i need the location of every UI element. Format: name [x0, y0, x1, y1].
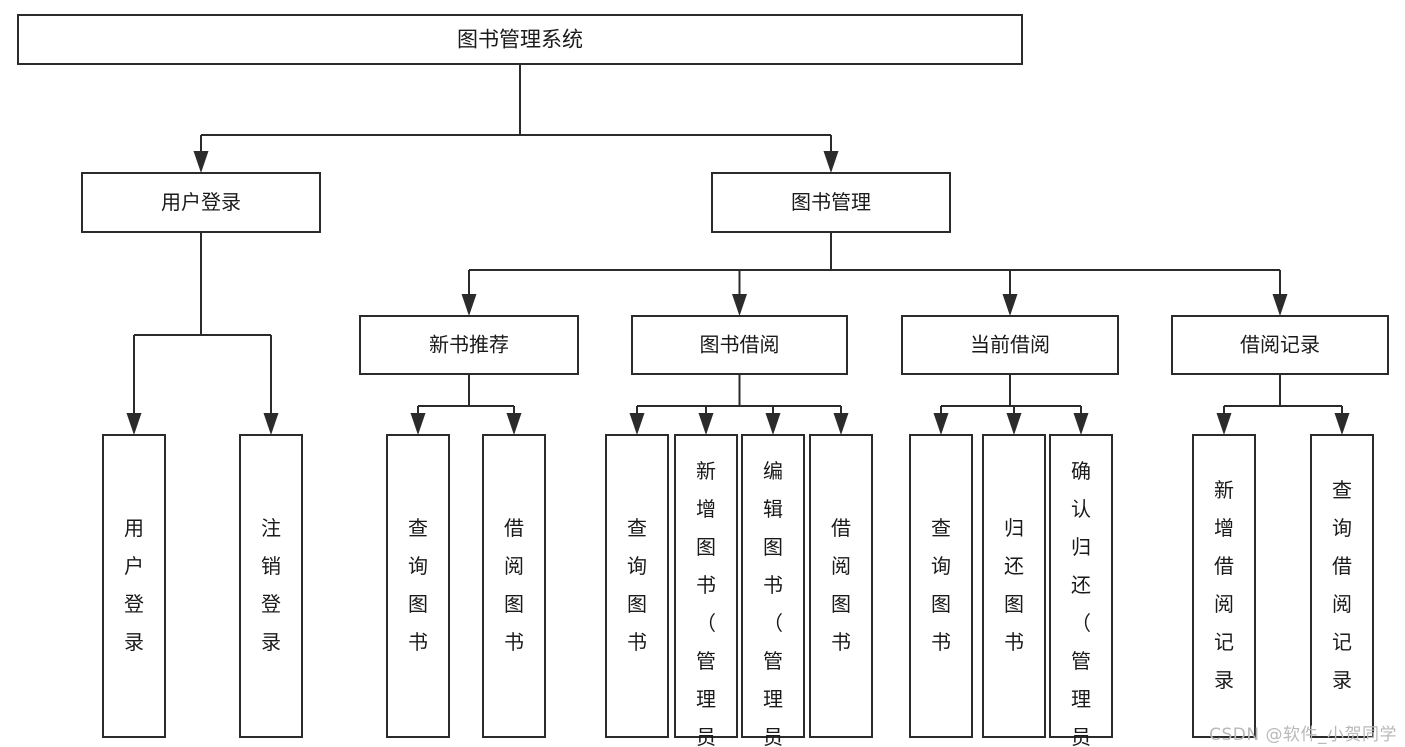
node-label: 借阅记录: [1240, 333, 1320, 357]
arrow-head-icon: [765, 413, 781, 435]
node-layer: 图书管理系统用户登录图书管理新书推荐图书借阅当前借阅借阅记录用户登录注销登录查询…: [17, 14, 1389, 747]
node-label: 查询图书: [408, 516, 428, 654]
connector-group: [126, 232, 279, 435]
connector-group: [461, 232, 1288, 316]
node-box: [741, 434, 805, 738]
node-box: [386, 434, 450, 738]
node-leaf-borrow-book-1[interactable]: 借阅图书: [482, 434, 546, 738]
node-label: 归还图书: [1004, 516, 1024, 654]
arrow-head-icon: [461, 294, 477, 316]
connector-group: [1216, 374, 1350, 435]
node-box: [102, 434, 166, 738]
node-lv3-new-book[interactable]: 新书推荐: [359, 315, 579, 375]
arrow-head-icon: [193, 151, 209, 173]
arrow-head-icon: [1073, 413, 1089, 435]
connector-group: [410, 374, 522, 435]
node-label: 查询借阅记录: [1332, 478, 1352, 692]
node-box: [359, 315, 579, 375]
arrow-head-icon: [833, 413, 849, 435]
node-leaf-borrow-book-2[interactable]: 借阅图书: [809, 434, 873, 738]
node-leaf-logout-login[interactable]: 注销登录: [239, 434, 303, 738]
node-lv3-book-borrow[interactable]: 图书借阅: [631, 315, 848, 375]
node-box: [482, 434, 546, 738]
node-lv3-current-borrow[interactable]: 当前借阅: [901, 315, 1119, 375]
arrow-head-icon: [506, 413, 522, 435]
node-box: [711, 172, 951, 233]
node-lv2-book-manage[interactable]: 图书管理: [711, 172, 951, 233]
node-box: [901, 315, 1119, 375]
node-label: 用户登录: [124, 516, 144, 654]
node-leaf-add-book[interactable]: 新增图书（管理员）: [674, 434, 738, 747]
node-leaf-add-record[interactable]: 新增借阅记录: [1192, 434, 1256, 738]
node-leaf-query-book-1[interactable]: 查询图书: [386, 434, 450, 738]
node-label: 确认归还（管理员）: [1071, 459, 1091, 747]
arrow-head-icon: [823, 151, 839, 173]
node-box: [17, 14, 1023, 65]
node-label: 查询图书: [931, 516, 951, 654]
node-label: 新增图书（管理员）: [696, 459, 716, 747]
node-box: [239, 434, 303, 738]
node-label: 编辑图书（管理员）: [763, 459, 783, 747]
connector-layer: [126, 64, 1350, 435]
node-lv3-borrow-record[interactable]: 借阅记录: [1171, 315, 1389, 375]
node-box: [1049, 434, 1113, 738]
node-root[interactable]: 图书管理系统: [17, 14, 1023, 65]
node-label: 新增借阅记录: [1214, 478, 1234, 692]
arrow-head-icon: [126, 413, 142, 435]
node-box: [605, 434, 669, 738]
node-label: 借阅图书: [504, 516, 524, 654]
arrow-head-icon: [1216, 413, 1232, 435]
node-box: [631, 315, 848, 375]
node-leaf-query-book-3[interactable]: 查询图书: [909, 434, 973, 738]
connector-group: [629, 374, 849, 435]
node-leaf-edit-book[interactable]: 编辑图书（管理员）: [741, 434, 805, 747]
arrow-head-icon: [1272, 294, 1288, 316]
arrow-head-icon: [629, 413, 645, 435]
connector-group: [193, 64, 839, 173]
node-leaf-user-login[interactable]: 用户登录: [102, 434, 166, 738]
node-label: 图书管理: [791, 190, 871, 214]
node-label: 当前借阅: [970, 333, 1050, 357]
arrow-head-icon: [1334, 413, 1350, 435]
node-box: [1171, 315, 1389, 375]
node-label: 用户登录: [161, 190, 241, 214]
node-box: [1310, 434, 1374, 738]
node-leaf-confirm-return[interactable]: 确认归还（管理员）: [1049, 434, 1113, 747]
node-box: [1192, 434, 1256, 738]
node-label: 查询图书: [627, 516, 647, 654]
node-label: 新书推荐: [429, 333, 509, 357]
arrow-head-icon: [732, 294, 747, 316]
node-label: 注销登录: [261, 516, 281, 654]
node-box: [982, 434, 1046, 738]
arrow-head-icon: [1006, 413, 1022, 435]
node-box: [674, 434, 738, 738]
node-box: [809, 434, 873, 738]
arrow-head-icon: [263, 413, 279, 435]
connector-group: [933, 374, 1089, 435]
arrow-head-icon: [410, 413, 426, 435]
arrow-head-icon: [698, 413, 714, 435]
node-leaf-query-record[interactable]: 查询借阅记录: [1310, 434, 1374, 738]
node-label: 图书借阅: [700, 333, 780, 357]
arrow-head-icon: [933, 413, 949, 435]
arrow-head-icon: [1002, 294, 1018, 316]
node-label: 借阅图书: [831, 516, 851, 654]
node-box: [81, 172, 321, 233]
node-lv2-user-login[interactable]: 用户登录: [81, 172, 321, 233]
node-box: [909, 434, 973, 738]
node-leaf-return-book[interactable]: 归还图书: [982, 434, 1046, 738]
node-leaf-query-book-2[interactable]: 查询图书: [605, 434, 669, 738]
node-label: 图书管理系统: [457, 28, 583, 52]
